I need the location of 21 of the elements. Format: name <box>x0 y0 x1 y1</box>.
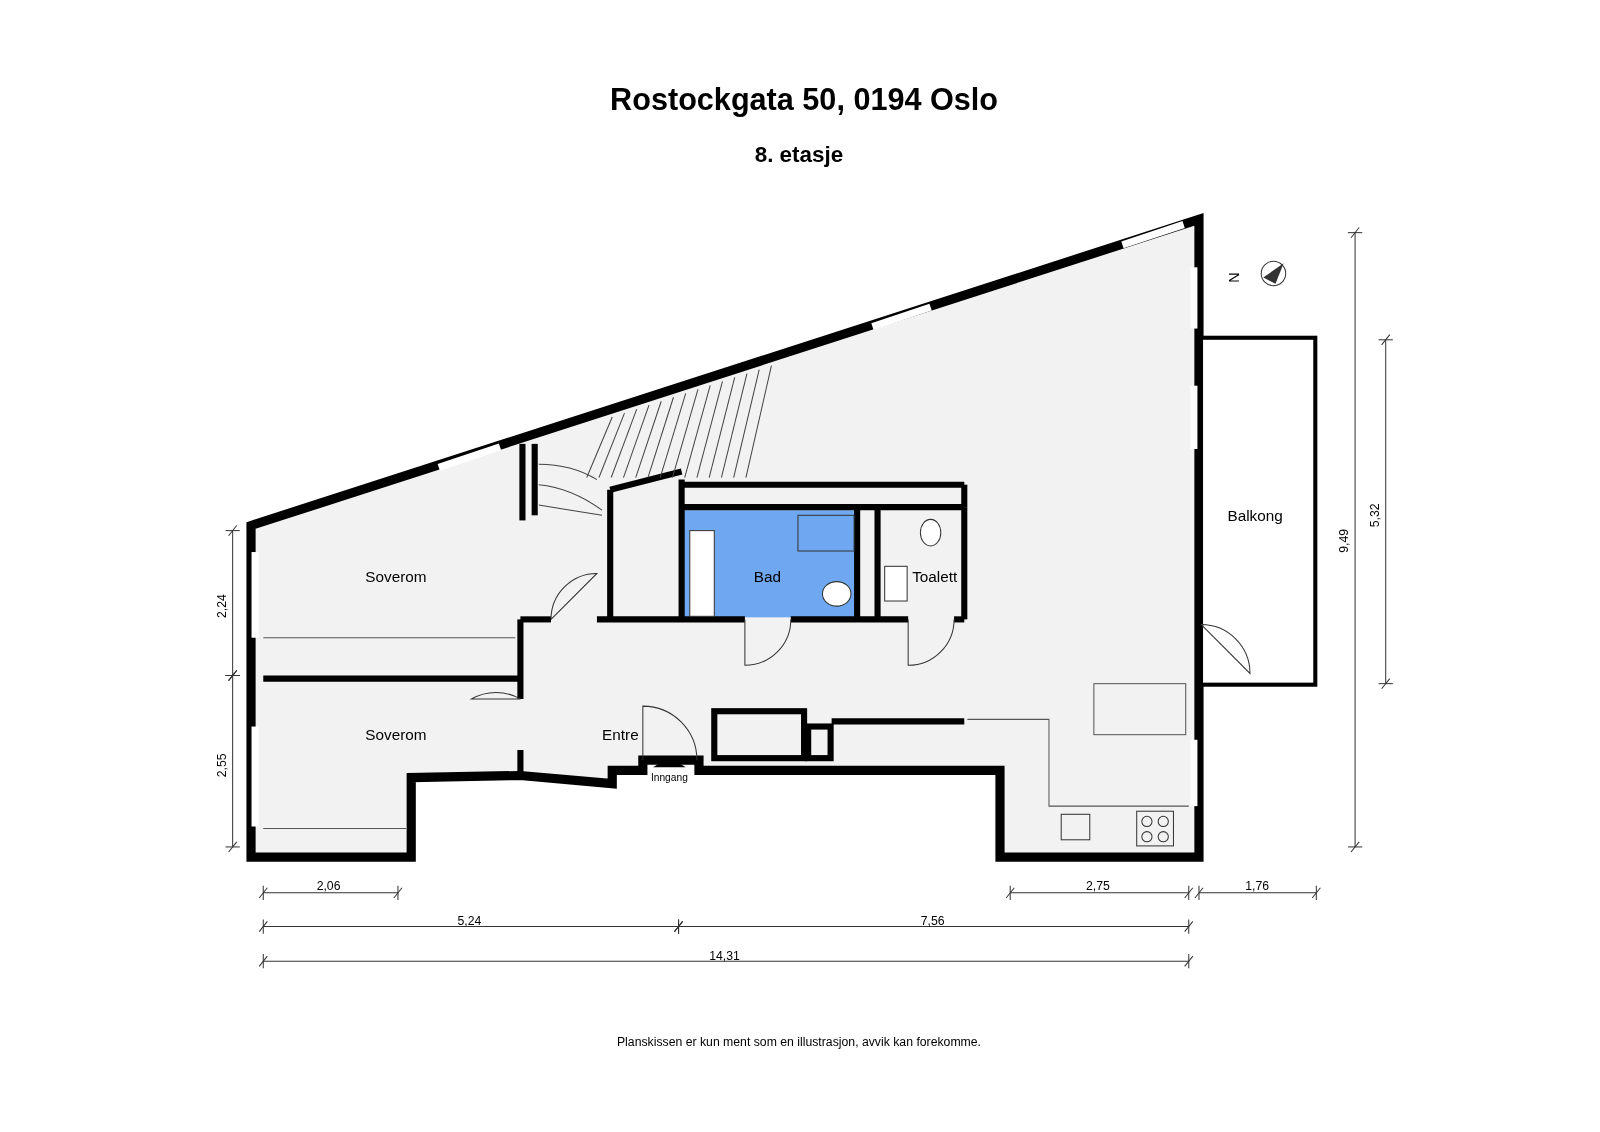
room-label: Balkong <box>1227 507 1283 525</box>
dimension-label: 1,76 <box>1245 880 1270 894</box>
dimension-label: 7,56 <box>920 914 945 929</box>
entrance-label: Inngang <box>650 771 688 784</box>
room-label: Soverom <box>365 726 427 744</box>
subtitle: 8. etasje <box>754 142 844 168</box>
caption: Planskissen er kun ment som en illustrasjon, avvik kan forekomme. <box>616 1036 981 1050</box>
compass-letter: N <box>1226 272 1243 283</box>
room-label: Entre <box>602 726 639 744</box>
dimension-label: 2,24 <box>215 594 230 619</box>
dimension-label: 5,32 <box>1368 503 1383 528</box>
dimension-label: 9,49 <box>1338 528 1352 553</box>
room-label: Soverom <box>365 569 427 586</box>
title: Rostockgata 50, 0194 Oslo <box>610 82 999 116</box>
dimension-label: 2,55 <box>215 753 230 778</box>
room-label: Toalett <box>912 569 958 586</box>
dimension-label: 2,06 <box>316 880 341 894</box>
dimension-label: 5,24 <box>457 914 482 929</box>
dimension-label: 2,75 <box>1086 880 1110 894</box>
dimension-label: 14,31 <box>709 949 740 963</box>
room-label: Bad <box>753 569 781 586</box>
